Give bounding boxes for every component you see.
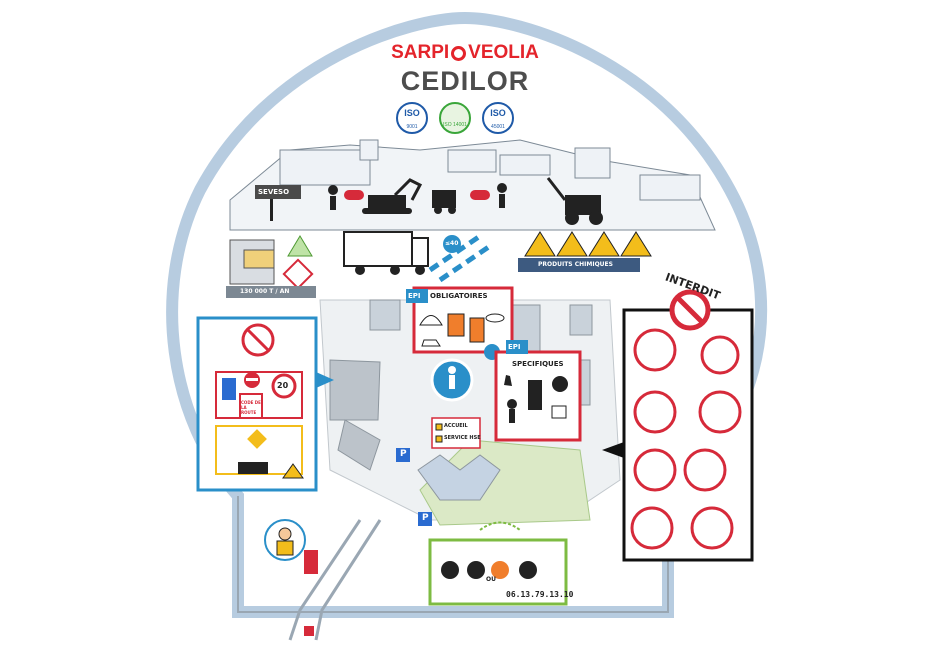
epi-mandatory-tag: EPI — [408, 292, 421, 300]
epi-specific-panel — [494, 340, 582, 442]
capacity-label: 130 000 T / AN — [240, 288, 290, 295]
forbidden-panel — [602, 289, 754, 562]
site-boundary-ring — [166, 11, 768, 618]
iso-45001-badge — [482, 102, 514, 134]
chemicals-hazards — [518, 231, 652, 272]
code-book-label: CODE DE LA ROUTE — [241, 400, 261, 415]
brand-left: SARPI — [391, 42, 450, 63]
access-road — [288, 519, 382, 641]
brand-right: VEOLIA — [468, 42, 539, 63]
no-fire-icon — [633, 328, 677, 372]
parking-label-1: P — [400, 449, 407, 459]
reception-agent — [264, 519, 318, 636]
veolia-logo-icon — [451, 46, 467, 61]
waste-storage — [226, 235, 316, 298]
epi-mandatory-panel — [406, 286, 514, 354]
keep-distance-sign — [344, 190, 364, 200]
iso-9001-badge — [396, 102, 428, 134]
apron-icon — [551, 405, 567, 419]
epi-specific-title: SPECIFIQUES — [512, 360, 564, 368]
brand-logo: SARPI VEOLIA — [0, 42, 930, 64]
epi-mandatory-title: OBLIGATOIRES — [430, 292, 488, 300]
speed-limit-marker — [443, 235, 461, 253]
no-smoking-icon — [700, 335, 740, 375]
keep-distance-sign-2 — [470, 190, 490, 200]
iso-9001-code: 9001 — [406, 124, 418, 130]
speed-20-label: 20 — [277, 381, 289, 390]
truck-traffic — [343, 231, 492, 283]
gas-mask-icon — [552, 376, 568, 392]
hse-building — [417, 454, 501, 501]
iso-14001-badge — [439, 102, 471, 134]
seveso-sign-board — [255, 185, 301, 199]
gloves-icon — [504, 375, 512, 386]
boot-icon — [421, 339, 441, 347]
code-book-icon — [239, 393, 263, 419]
seveso-label: SEVESO — [258, 188, 290, 196]
no-phone-icon — [633, 448, 677, 492]
speed-20-sign — [271, 373, 297, 399]
landscape-illustration — [229, 139, 716, 231]
vest-icon — [447, 313, 465, 337]
pants-icon — [469, 317, 485, 343]
emergency-phone: 06.13.79.13.10 — [506, 590, 574, 599]
emergency-or: OU — [486, 576, 496, 583]
no-entry-unauthorized-icon — [630, 506, 674, 550]
suit-icon — [528, 380, 542, 410]
iso-9001-label: ISO — [404, 108, 420, 118]
parking-label-2: P — [422, 513, 429, 523]
page-title: CEDILOR — [400, 66, 530, 96]
traffic-rules-panel — [196, 316, 334, 492]
iso-14001-label: ISO 14001 — [443, 122, 467, 128]
iso-45001-label: ISO — [490, 108, 506, 118]
legend-reception: ACCUEIL — [444, 423, 468, 429]
legend-hse: SERVICE HSE — [444, 435, 481, 441]
goggles-icon — [485, 313, 505, 323]
no-eating-icon — [690, 506, 734, 550]
industrial-activity-row — [255, 177, 603, 225]
helmet-icon — [419, 315, 443, 326]
emergency-panel — [428, 521, 568, 606]
legend-box — [431, 417, 481, 449]
no-entry-sign — [304, 626, 314, 636]
iso-45001-code: 45001 — [491, 124, 505, 130]
no-alcohol-icon — [633, 390, 677, 434]
recycling-icon — [287, 235, 313, 257]
parking-sign-2 — [418, 512, 432, 526]
no-drugs-icon — [698, 390, 742, 434]
epi-specific-tag: EPI — [508, 343, 521, 351]
parking-sign-1 — [396, 448, 410, 462]
speed-limit-label: ≤40 — [445, 240, 459, 247]
certification-badges — [396, 102, 514, 134]
chemicals-label: PRODUITS CHIMIQUES — [538, 261, 613, 268]
no-camera-icon — [683, 448, 727, 492]
flammable-sign — [282, 258, 314, 290]
